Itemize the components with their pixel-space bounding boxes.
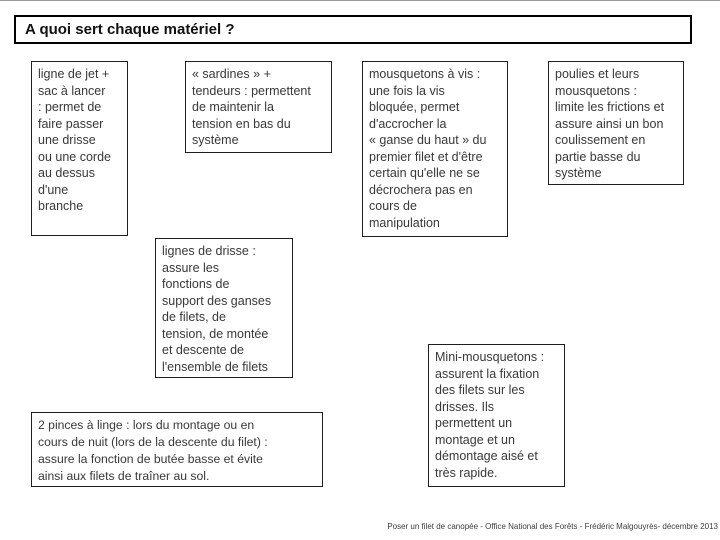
note-poulies: poulies et leurs mousquetons : limite le… bbox=[548, 61, 684, 185]
note-sardines-tendeurs: « sardines » + tendeurs : permettent de … bbox=[185, 61, 332, 153]
note-pinces-a-linge: 2 pinces à linge : lors du montage ou en… bbox=[31, 412, 323, 487]
note-mousquetons-a-vis: mousquetons à vis : une fois la vis bloq… bbox=[362, 61, 508, 237]
slide-title: A quoi sert chaque matériel ? bbox=[25, 21, 235, 38]
note-ligne-de-jet: ligne de jet + sac à lancer : permet de … bbox=[31, 61, 128, 236]
note-mini-mousquetons: Mini-mousquetons : assurent la fixation … bbox=[428, 344, 565, 487]
slide-title-box: A quoi sert chaque matériel ? bbox=[14, 15, 692, 44]
slide-footer-credit: Poser un filet de canopée - Office Natio… bbox=[387, 522, 718, 531]
note-lignes-de-drisse: lignes de drisse : assure les fonctions … bbox=[155, 238, 293, 378]
